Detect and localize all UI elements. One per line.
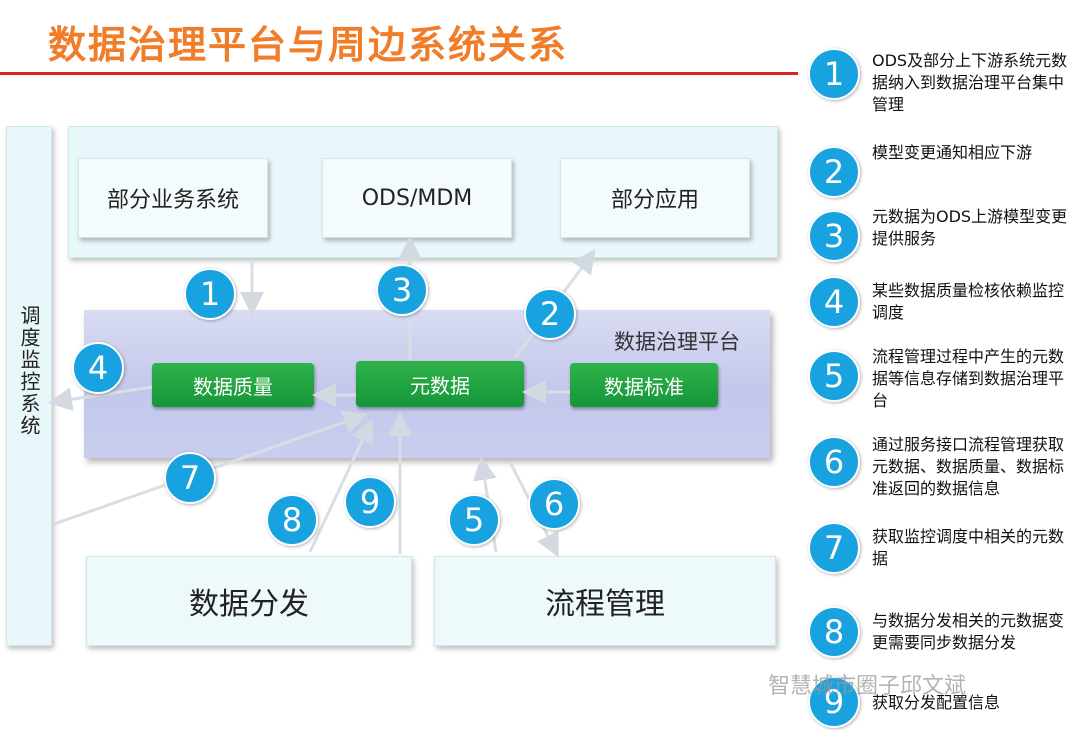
legend-badge-5: 5	[808, 350, 860, 402]
module-data-quality: 数据质量	[152, 363, 314, 407]
legend-badge-6: 6	[808, 436, 860, 488]
badge-1: 1	[184, 268, 236, 320]
badge-4: 4	[72, 342, 124, 394]
governance-platform-label: 数据治理平台	[614, 330, 740, 354]
title-divider	[0, 72, 798, 75]
badge-2: 2	[524, 288, 576, 340]
watermark: 智慧城市圈子邱文斌	[768, 674, 967, 699]
legend-badge-1: 1	[808, 48, 860, 100]
top-system-apps: 部分应用	[560, 158, 750, 238]
bottom-system-distribution: 数据分发	[86, 556, 412, 646]
legend-badge-7: 7	[808, 522, 860, 574]
arrow-4	[48, 385, 153, 412]
legend-badge-9: 9	[808, 676, 860, 728]
legend-badge-3: 3	[808, 210, 860, 262]
badge-5: 5	[448, 494, 500, 546]
legend-text-7: 获取监控调度中相关的元数据	[872, 527, 1065, 568]
legend-badge-2: 2	[808, 146, 860, 198]
legend-text-4: 某些数据质量检核依赖监控调度	[872, 281, 1065, 322]
monitor-system-panel	[6, 126, 52, 646]
legend-text-1: ODS及部分上下游系统元数据纳入到数据治理平台集中管理	[872, 51, 1068, 114]
legend-text-9: 获取分发配置信息	[872, 693, 1001, 712]
legend-text-5: 流程管理过程中产生的元数据等信息存储到数据治理平台	[872, 347, 1065, 410]
monitor-system-label: 调度监控系统	[17, 305, 41, 437]
badge-9: 9	[344, 476, 396, 528]
top-system-business: 部分业务系统	[78, 158, 268, 238]
badge-7: 7	[164, 452, 216, 504]
legend-text-2: 模型变更通知相应下游	[872, 143, 1033, 162]
bottom-system-process-mgmt: 流程管理	[434, 556, 776, 646]
badge-6: 6	[528, 478, 580, 530]
page-title: 数据治理平台与周边系统关系	[48, 23, 569, 67]
module-metadata: 元数据	[356, 361, 524, 407]
badge-3: 3	[376, 264, 428, 316]
legend-badge-8: 8	[808, 606, 860, 658]
badge-8: 8	[266, 494, 318, 546]
module-data-standard: 数据标准	[570, 363, 718, 407]
arrow-8	[308, 418, 374, 553]
legend-badge-4: 4	[808, 276, 860, 328]
legend-text-8: 与数据分发相关的元数据变更需要同步数据分发	[872, 611, 1065, 652]
legend-text-3: 元数据为ODS上游模型变更提供服务	[872, 207, 1068, 248]
legend-text-6: 通过服务接口流程管理获取元数据、数据质量、数据标准返回的数据信息	[872, 435, 1065, 498]
